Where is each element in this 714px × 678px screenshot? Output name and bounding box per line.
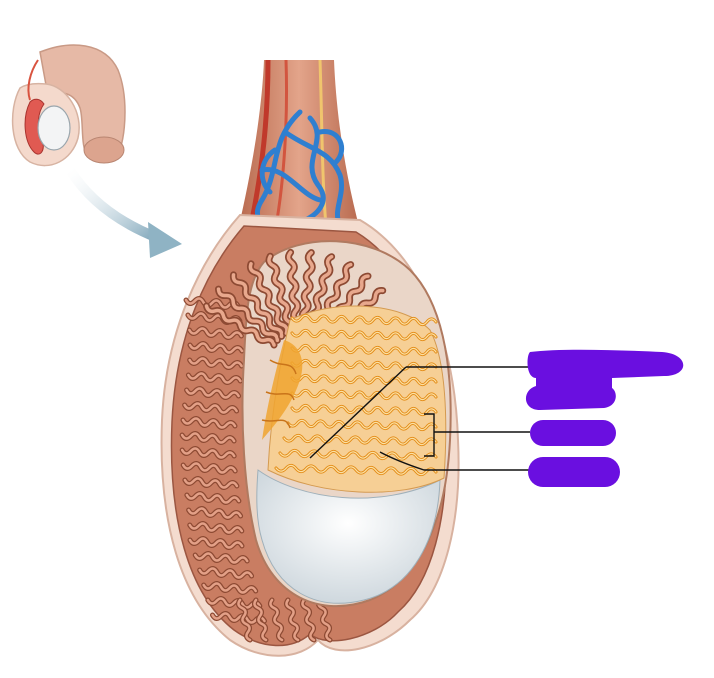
- inset-overview: [11, 44, 126, 167]
- spermatic-cord: [238, 59, 360, 230]
- inset-testis: [37, 105, 71, 151]
- leader-line-top: [309, 366, 530, 459]
- redacted-label-bottom: [528, 457, 620, 487]
- pointer-arrow: [65, 165, 182, 258]
- leader-line-bracket: [424, 413, 530, 457]
- seminiferous-tubules: [267, 305, 447, 493]
- rete-testis: [261, 340, 303, 440]
- redacted-label-middle: [530, 420, 616, 446]
- leader-lines: [309, 366, 530, 471]
- testis-white-region: [256, 469, 441, 604]
- leader-line-bottom: [379, 451, 530, 471]
- redacted-label-top: [525, 349, 684, 410]
